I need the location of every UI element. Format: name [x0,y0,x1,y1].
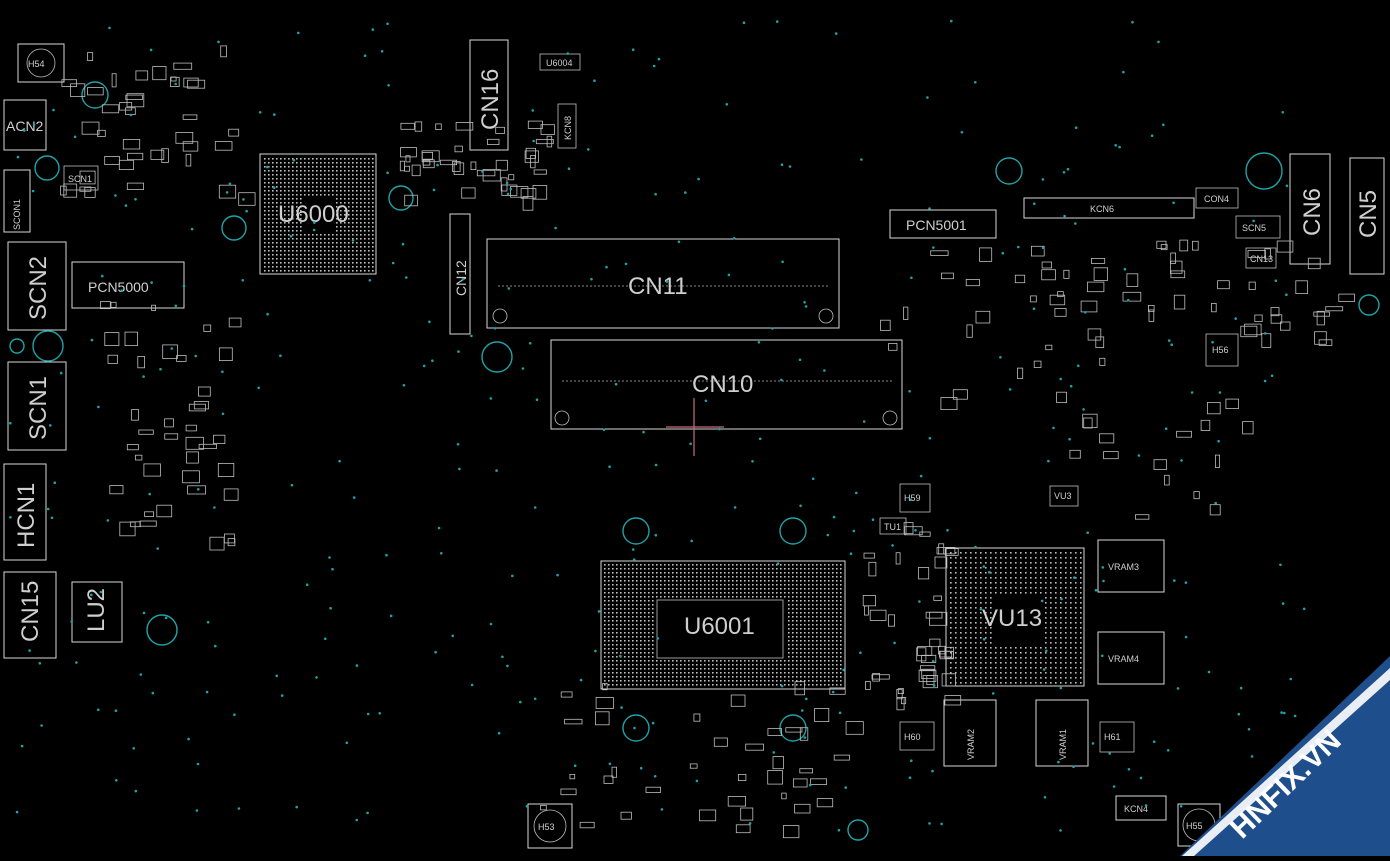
via-field [9,19,1312,837]
cn13-label: CN13 [1250,254,1273,264]
u6004-chip[interactable]: U6004 [539,53,581,71]
acn2-connector[interactable]: ACN2 [3,99,47,151]
h61-mounting-hole[interactable]: H61 [1099,721,1135,753]
cn12-label: CN12 [453,260,469,296]
scn1-connector[interactable]: SCN1 [7,361,67,451]
scn5-connector[interactable]: SCN5 [1235,215,1281,239]
acn2-label: ACN2 [6,118,44,134]
center-crosshair [666,398,724,456]
con4-label: CON4 [1204,194,1229,204]
cn11-connector[interactable]: CN11 [486,238,840,329]
kcn4-label: KCN4 [1124,804,1148,814]
cn5-label: CN5 [1355,190,1382,238]
scn1-label: SCN1 [25,376,52,440]
h59-mounting-hole[interactable]: H59 [899,483,931,513]
u6000-ball-grid [264,158,374,272]
cn11-label: CN11 [628,273,688,300]
cn6-connector[interactable]: CN6 [1289,153,1331,265]
cn15-connector[interactable]: CN15 [3,571,57,659]
kcn8-connector[interactable]: KCN8 [557,103,577,149]
scn2-connector[interactable]: SCN2 [7,241,67,331]
pcn5000-connector[interactable]: PCN5000 [71,261,185,309]
hcn1-connector[interactable]: HCN1 [3,463,47,561]
h56-label: H56 [1212,345,1229,355]
vu13-chip[interactable]: VU13 [945,547,1085,687]
watermark-band [1180,656,1390,856]
kcn6-connector[interactable]: KCN6 [1023,197,1195,219]
tu1-component[interactable]: TU1 [879,517,907,535]
vram2-chip[interactable]: VRAM2 [943,699,997,767]
u6001-label: U6001 [684,613,755,640]
small-components [60,45,1355,839]
h54-mounting-hole[interactable]: H54 [17,43,65,83]
scn5-label: SCN5 [1242,223,1266,233]
scn2-label: SCN2 [25,256,52,320]
scn1-small-connector[interactable]: SCN1 [63,165,99,191]
h56-mounting-hole[interactable]: H56 [1205,333,1239,367]
vram2-label: VRAM2 [966,729,976,760]
kcn8-label: KCN8 [563,116,573,140]
h53-label: H53 [538,822,555,832]
vram1-chip[interactable]: VRAM1 [1035,699,1089,767]
h55-label: H55 [1186,821,1203,831]
u6004-label: U6004 [546,58,573,68]
cn12-connector[interactable]: CN12 [449,213,471,335]
h60-mounting-hole[interactable]: H60 [899,721,935,751]
lu2-component[interactable]: LU2 [71,581,123,643]
h60-label: H60 [904,732,921,742]
vu13-ball-grid [950,552,1082,684]
kcn4-connector[interactable]: KCN4 [1115,795,1167,821]
cn6-label: CN6 [1299,188,1326,236]
vu3-label: VU3 [1054,491,1072,501]
vu3-component[interactable]: VU3 [1049,485,1079,507]
scon1-connector[interactable]: SCON1 [3,169,31,233]
cn10-connector[interactable]: CN10 [550,339,903,430]
h61-label: H61 [1104,732,1121,742]
u6001-ball-grid [604,564,842,686]
kcn6-label: KCN6 [1090,204,1114,214]
pcn5001-label: PCN5001 [906,217,967,233]
pcn5001-connector[interactable]: PCN5001 [889,209,997,239]
scon1-label: SCON1 [12,199,22,230]
vram3-chip[interactable]: VRAM3 [1097,539,1165,593]
cn5-connector[interactable]: CN5 [1349,157,1385,275]
u6000-label: U6000 [278,201,349,228]
tu1-label: TU1 [884,522,901,532]
h54-label: H54 [28,59,45,69]
con4-connector[interactable]: CON4 [1195,187,1239,209]
hcn1-label: HCN1 [13,483,40,548]
vram1-label: VRAM1 [1058,729,1068,760]
hnfix-watermark: HNFIX.VN [1180,656,1390,856]
vram3-label: VRAM3 [1108,562,1139,572]
pcn5000-label: PCN5000 [88,279,149,295]
cn16-label: CN16 [477,69,504,130]
lu2-label: LU2 [83,588,110,632]
vu13-label: VU13 [982,605,1042,632]
h53-mounting-hole[interactable]: H53 [527,803,573,849]
cn16-connector[interactable]: CN16 [469,39,509,151]
u6000-chip[interactable]: U6000 [259,153,377,275]
mounting-holes [9,81,1380,841]
u6001-chip[interactable]: U6001 [600,560,846,690]
vram4-chip[interactable]: VRAM4 [1097,631,1165,685]
cn13-connector[interactable]: CN13 [1245,247,1277,269]
cn10-label: CN10 [692,371,753,398]
h59-label: H59 [904,493,921,503]
vram4-label: VRAM4 [1108,654,1139,664]
cn15-label: CN15 [17,581,44,642]
